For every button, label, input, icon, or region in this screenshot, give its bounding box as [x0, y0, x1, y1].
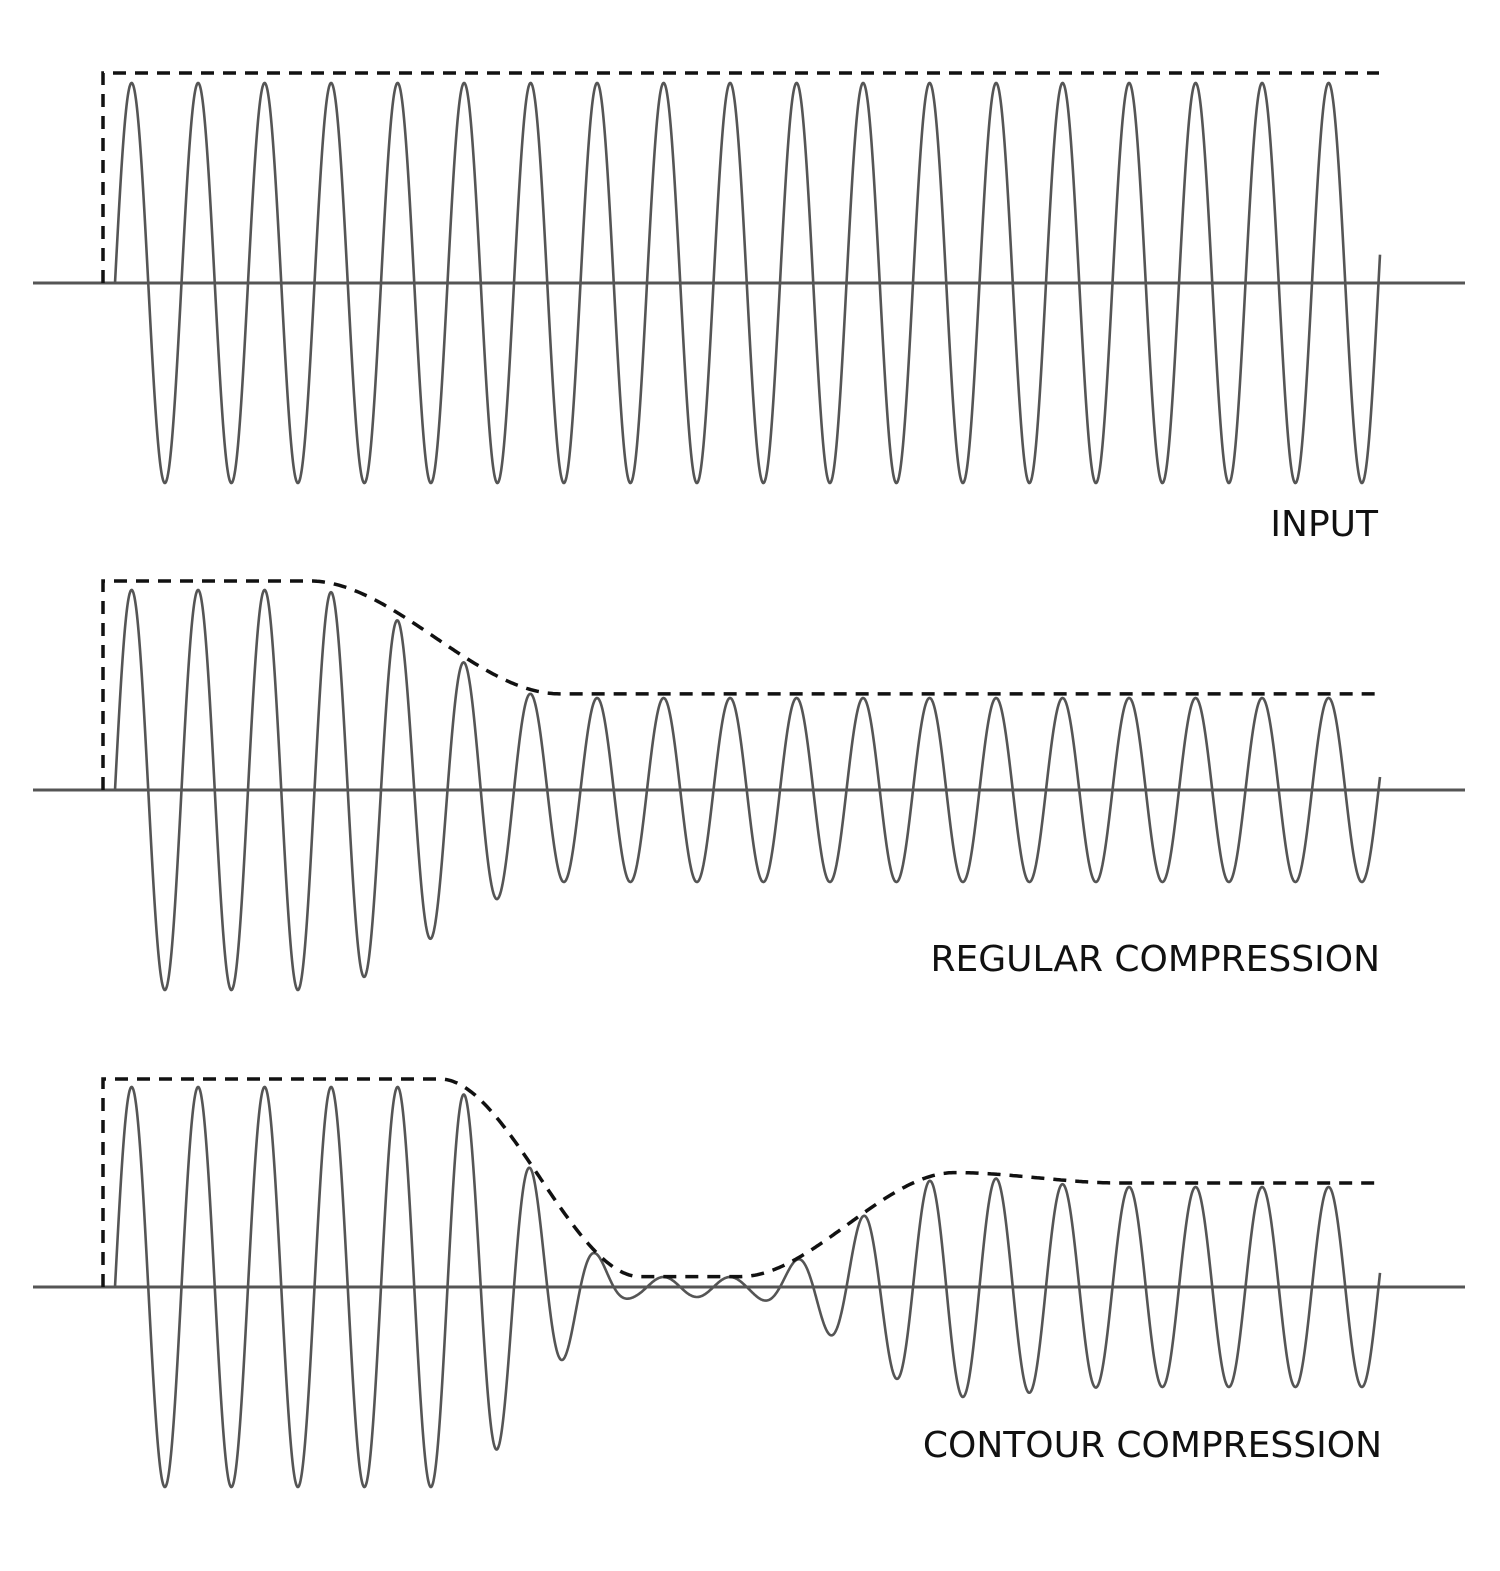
regular-compression-envelope: [101, 579, 1379, 790]
contour-compression-envelope: [101, 1077, 1379, 1287]
input-waveform: [113, 81, 1382, 485]
panel-regular-compression: REGULAR COMPRESSION: [33, 579, 1465, 992]
contour-compression-waveform: [113, 1085, 1382, 1489]
contour-compression-label: CONTOUR COMPRESSION: [923, 1425, 1382, 1466]
regular-compression-label: REGULAR COMPRESSION: [930, 939, 1380, 980]
input-label: INPUT: [1270, 504, 1379, 545]
panel-contour-compression: CONTOUR COMPRESSION: [33, 1077, 1465, 1489]
panel-input: INPUT: [33, 71, 1465, 545]
regular-compression-waveform: [113, 588, 1382, 992]
input-envelope: [101, 71, 1379, 283]
